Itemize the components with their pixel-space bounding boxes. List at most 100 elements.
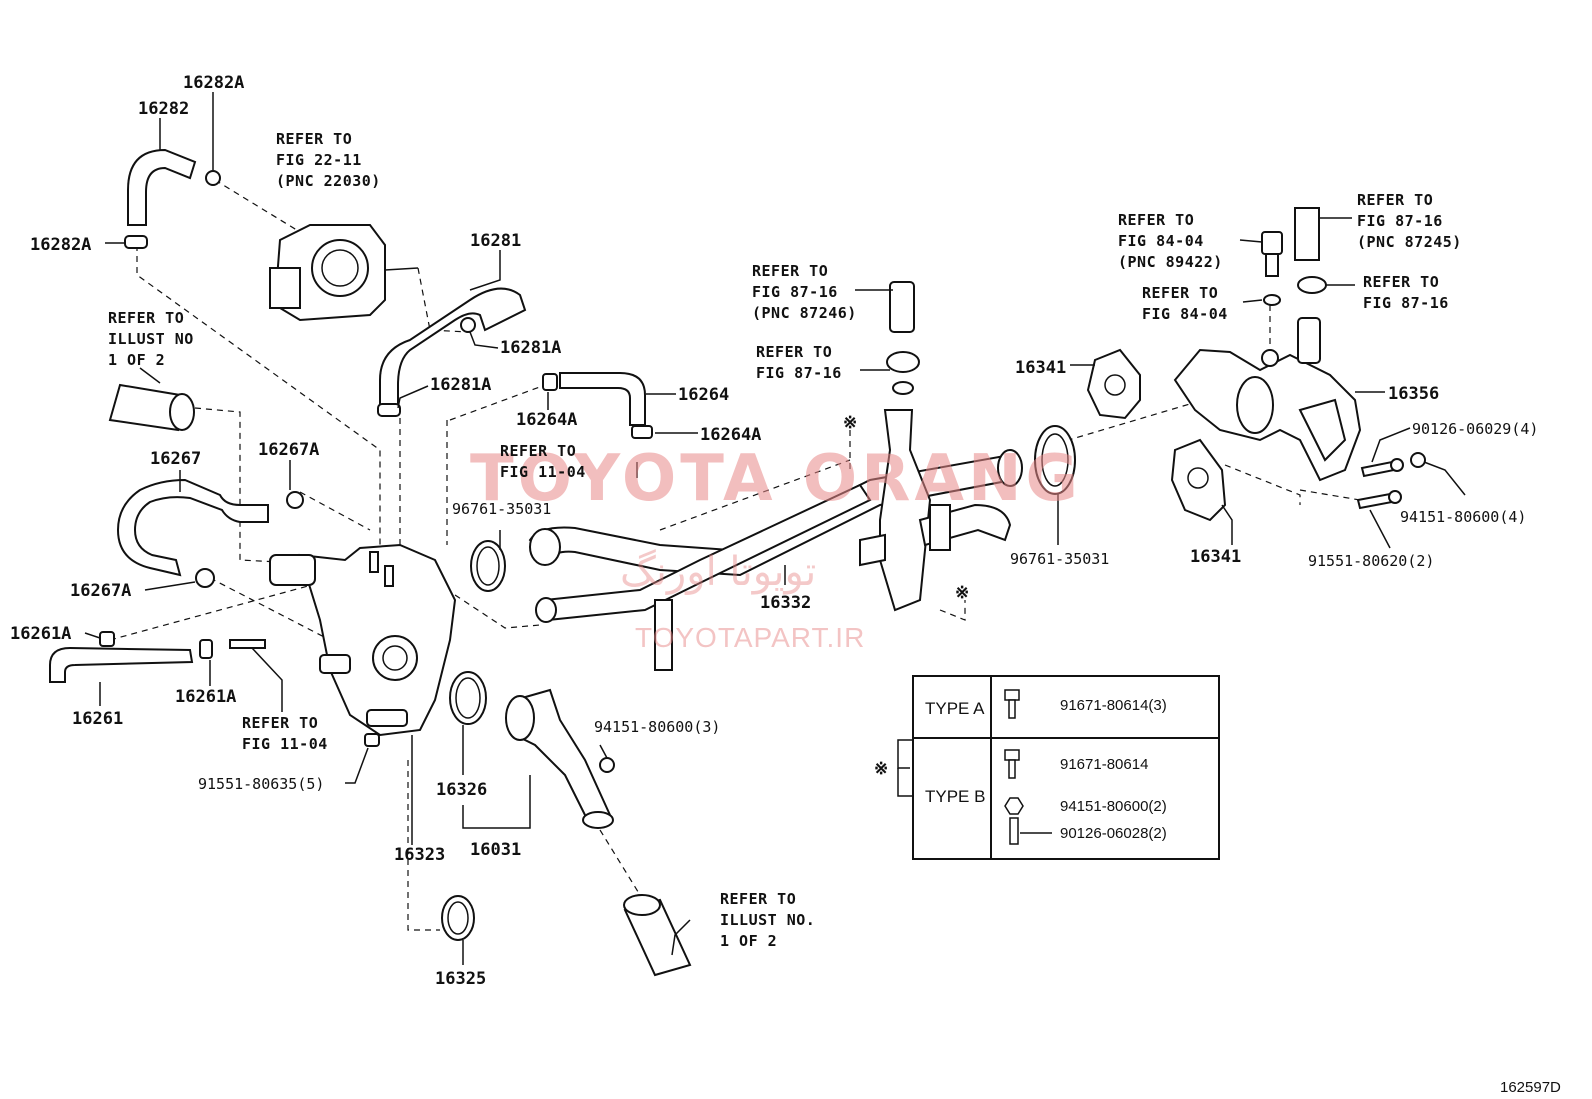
- label-16356: 16356: [1388, 384, 1439, 404]
- refer-fig-87-16-pnc: REFER TO FIG 87-16 (PNC 87246): [752, 262, 857, 322]
- refer-line: (PNC 89422): [1118, 253, 1223, 271]
- label-16281A-b: 16281A: [430, 375, 491, 395]
- refer-line: FIG 87-16: [1363, 294, 1449, 312]
- type-table: TYPE A TYPE B 91671-80614(3) 91671-80614…: [912, 675, 1220, 860]
- refer-line: (PNC 87245): [1357, 233, 1462, 251]
- clamp-16281A: [377, 317, 476, 417]
- thermostat-16031: [505, 688, 614, 829]
- refer-line: FIG 84-04: [1118, 232, 1204, 250]
- gasket-16341-top: [1086, 348, 1141, 420]
- refer-illust-left: REFER TO ILLUST NO 1 OF 2: [108, 309, 194, 369]
- refer-line: FIG 87-16: [1357, 212, 1443, 230]
- label-16282: 16282: [138, 99, 189, 119]
- asterisk-marker: ※: [843, 413, 857, 433]
- pipe-16332: [528, 281, 1023, 671]
- type-b-label: TYPE B: [925, 787, 985, 806]
- refer-line: REFER TO: [500, 442, 576, 460]
- clamp-16282A-left: [124, 235, 148, 249]
- label-16261A-a: 16261A: [10, 624, 71, 644]
- hose-16282: [127, 148, 197, 226]
- label-16323: 16323: [394, 845, 445, 865]
- bolt-icon: [1004, 749, 1020, 779]
- type-a-label: TYPE A: [925, 699, 985, 718]
- type-b-part-3: 90126-06028(2): [1060, 825, 1167, 842]
- hose-bottom-refer: [599, 829, 692, 977]
- o-ring-96761-right: [1034, 425, 1076, 495]
- bolts-right: [1356, 452, 1426, 510]
- part-labels: 16282A 16282 16282A 16281 16281A 16281A …: [10, 73, 1538, 989]
- watermark-site: TOYOTAPART.IR: [635, 622, 865, 653]
- refer-line: FIG 11-04: [500, 463, 586, 481]
- refer-line: REFER TO: [276, 130, 352, 148]
- refer-fig-87-16-clamp: REFER TO FIG 87-16: [756, 343, 842, 382]
- o-ring-16325: [441, 895, 475, 941]
- watermark: TOYOTA ORANG تویوتا اورنگ TOYOTAPART.IR: [470, 442, 1082, 653]
- type-b-part-2: 94151-80600(2): [1060, 798, 1167, 815]
- label-94151-4: 94151-80600(4): [1400, 508, 1526, 526]
- label-16264A-b: 16264A: [700, 425, 761, 445]
- refer-line: REFER TO: [720, 890, 796, 908]
- label-16282A-top: 16282A: [183, 73, 244, 93]
- label-90126-06029: 90126-06029(4): [1412, 420, 1538, 438]
- throttle-body: [269, 224, 419, 322]
- watermark-brand: TOYOTA ORANG: [470, 442, 1082, 516]
- label-16261: 16261: [72, 709, 123, 729]
- refer-line: REFER TO: [242, 714, 318, 732]
- asterisk-marker: ※: [955, 583, 969, 603]
- label-16264A-a: 16264A: [516, 410, 577, 430]
- refer-line: FIG 87-16: [752, 283, 838, 301]
- asterisk-marker: ※: [874, 759, 888, 779]
- label-16264: 16264: [678, 385, 729, 405]
- leader-lines: [84, 92, 1466, 965]
- watermark-brand-fa: تویوتا اورنگ: [620, 549, 816, 595]
- label-16267: 16267: [150, 449, 201, 469]
- label-16031: 16031: [470, 840, 521, 860]
- sensor-89422: [1261, 231, 1283, 306]
- refer-line: FIG 84-04: [1142, 305, 1228, 323]
- label-16326: 16326: [436, 780, 487, 800]
- figure-code: 162597D: [1500, 1079, 1561, 1096]
- refer-fig-84-04: REFER TO FIG 84-04: [1142, 284, 1228, 323]
- bolt-icon: [1004, 689, 1020, 719]
- refer-line: FIG 11-04: [242, 735, 328, 753]
- refer-line: (PNC 87246): [752, 304, 857, 322]
- refer-line: REFER TO: [756, 343, 832, 361]
- refer-fig-87-16-pnc2: REFER TO FIG 87-16 (PNC 87245): [1357, 191, 1462, 251]
- label-16267A-a: 16267A: [258, 440, 319, 460]
- refer-line: FIG 22-11: [276, 151, 362, 169]
- hose-right-refer: [1294, 207, 1327, 294]
- label-16341-top: 16341: [1015, 358, 1066, 378]
- bolt-94151-3: [599, 757, 615, 773]
- water-housing-16323: [269, 543, 457, 747]
- asterisk-markers: ※ ※ ※: [843, 413, 969, 779]
- label-96761-left: 96761-35031: [452, 500, 551, 518]
- clamp-16282A-top: [205, 170, 221, 186]
- refer-line: REFER TO: [1142, 284, 1218, 302]
- type-b-part-1: 91671-80614: [1060, 756, 1148, 773]
- nut-icon: [1004, 797, 1024, 815]
- refer-throttle: REFER TO FIG 22-11 (PNC 22030): [276, 130, 381, 190]
- refer-line: ILLUST NO.: [720, 911, 815, 929]
- label-94151-3: 94151-80600(3): [594, 718, 720, 736]
- refer-line: (PNC 22030): [276, 172, 381, 190]
- label-16332: 16332: [760, 593, 811, 613]
- gasket-16341-bottom: [1170, 438, 1227, 522]
- refer-fig-11-04-b: REFER TO FIG 11-04: [242, 714, 328, 753]
- refer-line: REFER TO: [108, 309, 184, 327]
- water-outlet-16356: [1173, 317, 1362, 482]
- refer-line: REFER TO: [1363, 273, 1439, 291]
- label-16341-bottom: 16341: [1190, 547, 1241, 567]
- refer-line: 1 OF 2: [108, 351, 165, 369]
- refer-line: REFER TO: [1357, 191, 1433, 209]
- refer-illust-bottom: REFER TO ILLUST NO. 1 OF 2: [720, 890, 815, 950]
- label-91551-80620: 91551-80620(2): [1308, 552, 1434, 570]
- refer-line: REFER TO: [1118, 211, 1194, 229]
- dashed-guides: [109, 179, 1361, 931]
- hose-16261: [49, 631, 266, 683]
- refer-line: FIG 87-16: [756, 364, 842, 382]
- label-16282A-left: 16282A: [30, 235, 91, 255]
- refer-line: ILLUST NO: [108, 330, 194, 348]
- refer-fig-84-04-pnc: REFER TO FIG 84-04 (PNC 89422): [1118, 211, 1223, 271]
